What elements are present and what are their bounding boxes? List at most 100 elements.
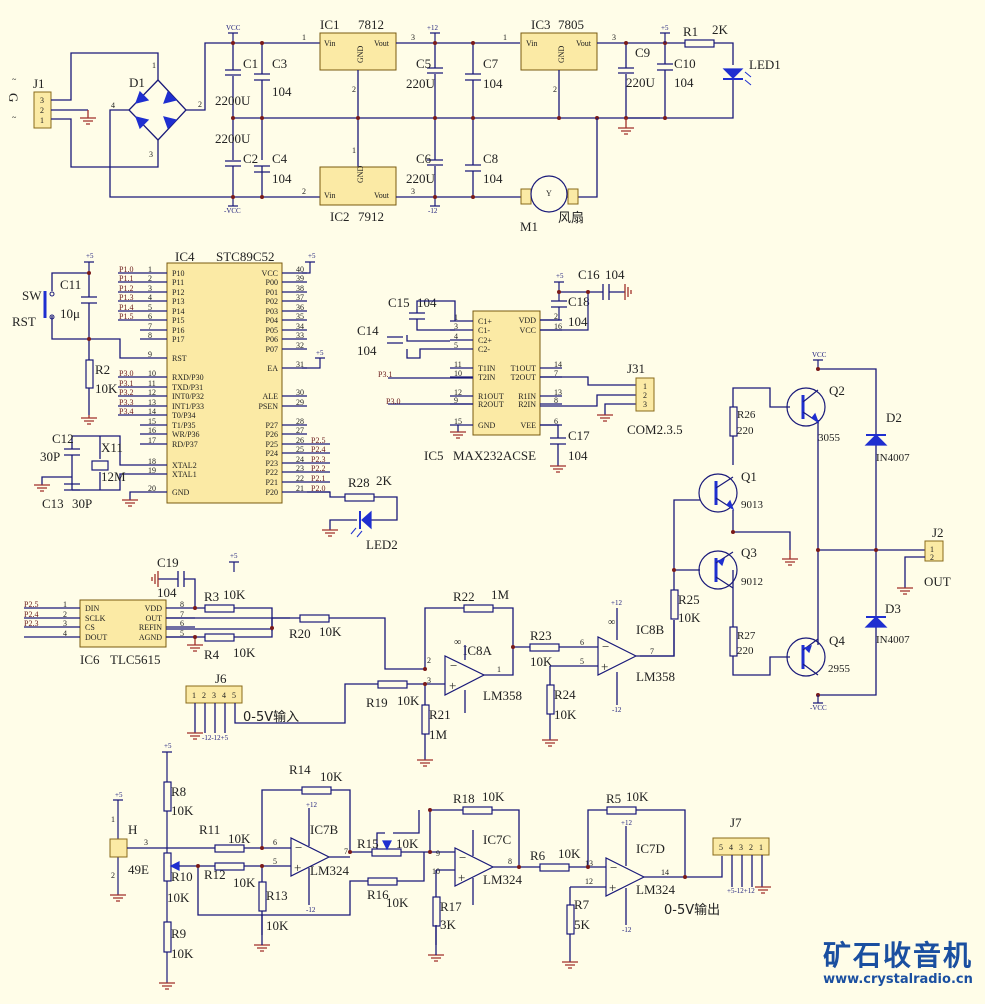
mcu-pin-number: 31: [296, 360, 304, 369]
mcu-pin-number: 28: [296, 417, 304, 426]
output-stage-section: VCC Q2 3055 Q1 9013 Q3 9012 Q4: [640, 351, 951, 712]
mcu-pin-name: P25: [266, 440, 278, 449]
r8-ref: R8: [171, 784, 186, 799]
max232-pin-name: R2IN: [518, 400, 536, 409]
mcu-pin-name: P10: [172, 269, 184, 278]
r16-resistor: [367, 877, 398, 886]
ground-icon: [417, 759, 433, 767]
max232-pin-number: 11: [454, 360, 462, 369]
r20-ref: R20: [289, 626, 311, 641]
ground-icon: [122, 499, 138, 507]
opamp-ic8a-icon: [444, 655, 486, 696]
c11-ref: C11: [60, 277, 81, 292]
d2-part: IN4007: [876, 452, 910, 464]
j6-pin: 4: [222, 691, 226, 700]
mcu-pin-number: 27: [296, 426, 304, 435]
ic7d-pin: 13: [585, 859, 593, 868]
fan-terminal: [567, 188, 579, 205]
ground-icon: [110, 894, 126, 902]
r9-value: 10K: [171, 946, 194, 961]
power-port-icon: [229, 561, 239, 572]
max232-pin-number: 16: [554, 322, 562, 331]
ic8b-pin: 5: [580, 657, 584, 666]
mcu-pin-name: P23: [266, 459, 278, 468]
mcu-net-label: P1.3: [119, 293, 133, 302]
dac-pin-number: 5: [180, 629, 184, 638]
fan-terminal: [520, 188, 532, 205]
mcu-pin-name: P07: [266, 345, 278, 354]
max232-pin-name: R1OUT: [478, 392, 504, 401]
nvcc-label: -VCC: [224, 207, 241, 215]
ic7c-pin: 10: [432, 867, 440, 876]
r10-potentiometer[interactable]: [163, 852, 172, 882]
j6-connector: [185, 685, 243, 704]
mcu-pin-name: P00: [266, 278, 278, 287]
r25-ref: R25: [678, 592, 700, 607]
ground-icon: [624, 284, 632, 300]
ic7d-pin: 14: [661, 868, 669, 877]
ic3-ref: IC3: [531, 17, 551, 32]
c6-ref: C6: [416, 151, 432, 166]
c7-value: 104: [483, 76, 503, 91]
output-label: 0-5V输出: [664, 902, 720, 918]
wire: [540, 376, 636, 415]
dac-net-label: P2.5: [24, 600, 38, 609]
ic2-ref: IC2: [330, 209, 350, 224]
ic8a-ref: IC8A: [463, 643, 493, 658]
c3-ref: C3: [272, 56, 287, 71]
r28-value: 2K: [376, 473, 393, 488]
q2-part: 3055: [818, 432, 841, 444]
ic3-pin: 3: [612, 33, 616, 42]
mcu-pin-name: P21: [266, 478, 278, 487]
mcu-pin-name: P16: [172, 326, 184, 335]
p12-label: +12: [621, 819, 632, 827]
r23-value: 10K: [530, 654, 553, 669]
c4-value: 104: [272, 171, 292, 186]
r21-value: 1M: [429, 727, 448, 742]
ic1-gnd: GND: [356, 45, 365, 63]
r14-value: 10K: [320, 769, 343, 784]
net-p30: P3.0: [386, 397, 400, 406]
d2-ref: D2: [886, 410, 902, 425]
max232-pin-name: R1IN: [518, 392, 536, 401]
dac-pin-name: DOUT: [85, 633, 107, 642]
transistor-icon: [698, 473, 738, 513]
mcu-pin-name: P26: [266, 430, 278, 439]
power-port-icon: [302, 261, 315, 274]
hall-sensor-section: +5 R8 10K R10 10K R9 10K +5 H 49E 1 2 3 …: [109, 742, 771, 990]
r20-value: 10K: [319, 624, 342, 639]
r26-ref: R26: [737, 409, 756, 421]
opamp-plus: +: [458, 870, 465, 885]
h-pin: 1: [111, 815, 115, 824]
capacitor-icon: [550, 437, 566, 445]
mcu-net-label: P2.1: [311, 474, 325, 483]
capacitor-icon: [177, 571, 185, 587]
ic7d-part: LM324: [636, 882, 676, 897]
mcu-net-label: P3.3: [119, 398, 133, 407]
ground-icon: [254, 944, 270, 952]
mcu-pin-number: 29: [296, 398, 304, 407]
r9-ref: R9: [171, 926, 186, 941]
ic7c-pin: 9: [436, 849, 440, 858]
ic1-part: 7812: [358, 17, 384, 32]
nvcc-label: -VCC: [810, 704, 827, 712]
r23-resistor: [529, 643, 560, 652]
wire: [388, 377, 473, 405]
ic3-vout: Vout: [576, 39, 592, 48]
mcu-pin-number: 36: [296, 303, 304, 312]
j31-connector: [635, 377, 655, 412]
r11-resistor: [214, 844, 245, 853]
ic8a-inf: ∞: [454, 637, 461, 648]
r13-ref: R13: [266, 888, 288, 903]
r22-value: 1M: [491, 587, 510, 602]
wire: [406, 300, 456, 359]
wire: [434, 43, 474, 197]
r8-resistor: [163, 781, 172, 812]
ground-icon: [80, 110, 96, 125]
mcu-net-label: P1.1: [119, 274, 133, 283]
led2-ref: LED2: [366, 537, 398, 552]
c3-value: 104: [272, 84, 292, 99]
mcu-net-label: P1.0: [119, 265, 133, 274]
m1-ref: M1: [520, 219, 538, 234]
vcc-label: VCC: [812, 351, 827, 359]
